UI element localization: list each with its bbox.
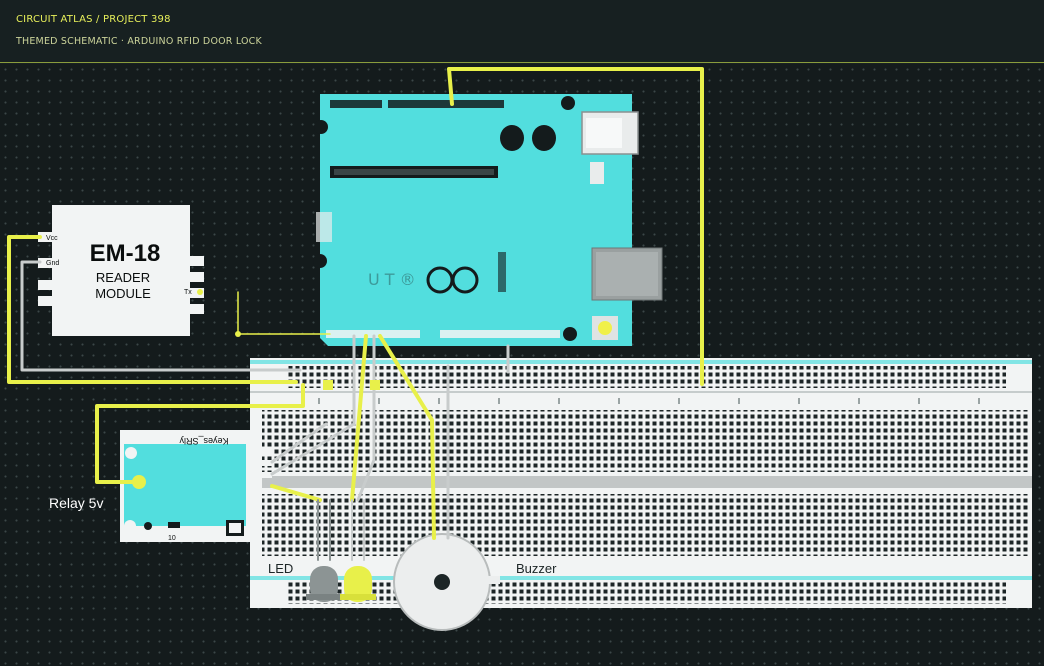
led-label: LED bbox=[268, 561, 293, 576]
wire-relay-gnd bbox=[270, 422, 328, 464]
relay-label: Relay 5v bbox=[49, 495, 103, 511]
buzzer-label: Buzzer bbox=[516, 561, 557, 576]
pin-gnd-label: Gnd bbox=[46, 260, 59, 267]
relay-r-text: 10 bbox=[168, 535, 176, 542]
wire-relay-vcc bbox=[95, 383, 305, 484]
module-line1: READER bbox=[96, 270, 150, 285]
module-title: EM-18 bbox=[90, 240, 161, 267]
breadboard bbox=[250, 358, 1032, 608]
page-title: CIRCUIT ATLAS / PROJECT 398 bbox=[16, 14, 171, 25]
buzzer bbox=[393, 533, 500, 631]
wire-gnd bbox=[20, 260, 302, 372]
page-subtitle: THEMED SCHEMATIC · ARDUINO RFID DOOR LOC… bbox=[16, 36, 262, 47]
wire-5v-top bbox=[447, 67, 704, 386]
wire-relay-in bbox=[270, 334, 356, 476]
em18-reader-module: EM-18 READER MODULE Vcc Gnd Tx bbox=[38, 205, 204, 336]
rail-markers bbox=[323, 380, 380, 390]
pin-vcc-label: Vcc bbox=[46, 235, 58, 242]
wire-vcc bbox=[7, 235, 298, 384]
wire-led-yellow bbox=[350, 334, 368, 502]
pin-tx-label: Tx bbox=[184, 289, 192, 296]
wire-tx bbox=[237, 291, 331, 335]
arduino-board: U T ® bbox=[313, 94, 663, 346]
wire-buzzer bbox=[378, 334, 436, 540]
header: CIRCUIT ATLAS / PROJECT 398 THEMED SCHEM… bbox=[0, 0, 1044, 63]
svg-text:U T ®: U T ® bbox=[368, 270, 416, 289]
wire-led-gray bbox=[356, 334, 376, 502]
wire-relay-sig bbox=[270, 484, 322, 502]
module-line2: MODULE bbox=[95, 286, 151, 301]
relay-board-text: Keyes_SRly bbox=[179, 436, 229, 446]
wires bbox=[7, 67, 704, 561]
led-gray bbox=[306, 566, 342, 602]
relay-module: Keyes_SRly 10 bbox=[120, 430, 272, 542]
led-yellow bbox=[340, 566, 376, 602]
